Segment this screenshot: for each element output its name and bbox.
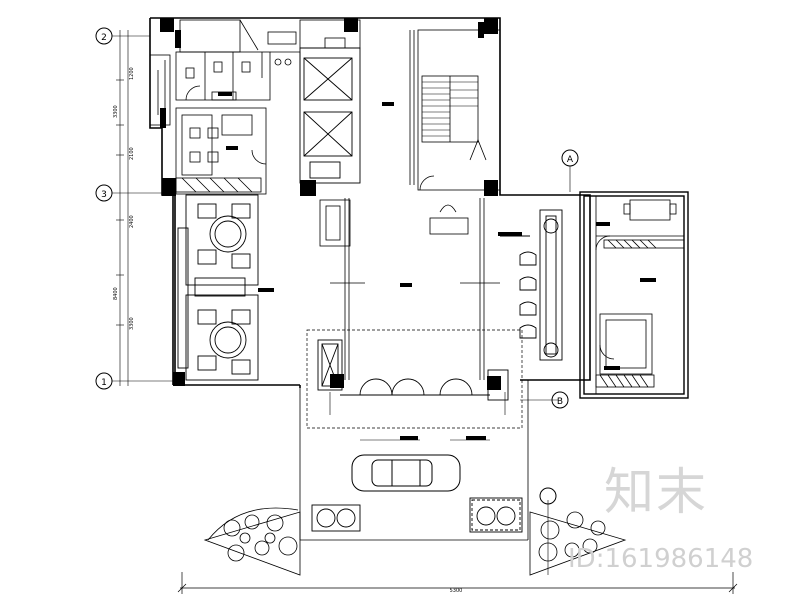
bottom-dimension-value: 5300 [450,588,463,594]
lounge-seating [177,194,259,381]
svg-text:1200: 1200 [129,67,135,80]
stair [409,29,501,191]
bottom-dimension-line [177,572,738,594]
grid-bubble-b [551,391,569,409]
grid-bubble-1 [95,372,113,390]
svg-text:2100: 2100 [129,147,135,160]
room-annotations [218,92,656,440]
waiting-chairs [500,209,563,361]
grid-bubble-c [539,487,557,505]
planter-right [469,497,523,533]
section-markers [329,392,506,441]
grid-label-b: B [557,397,563,407]
grid-bubble-a [561,149,579,167]
landscape-left [203,507,301,576]
exterior-walls [149,17,591,388]
svg-text:3300: 3300 [129,317,135,330]
structural-columns [160,18,501,390]
left-dimension-text: 3300 1200 2100 2400 8400 3300 [113,67,135,330]
landscape-right [529,511,627,576]
grid-label-1: 1 [101,378,107,388]
grid-label-2: 2 [101,33,107,43]
annex-rooms [595,196,685,394]
grid-label-a: A [567,155,574,165]
lobby [319,198,500,380]
planter-left [311,504,361,532]
parked-car [351,454,461,492]
grid-bubble-2 [95,27,113,45]
svg-text:2400: 2400 [129,215,135,228]
right-annex-walls [579,191,689,399]
restroom-block [149,19,361,126]
svg-text:3300: 3300 [113,105,119,118]
grid-label-3: 3 [101,190,107,200]
elevator-core [299,47,361,184]
entrance-doors [317,339,509,401]
entrance-canopy [306,329,523,429]
svg-text:8400: 8400 [113,287,119,300]
grid-bubble-3 [95,184,113,202]
left-office [175,107,267,195]
